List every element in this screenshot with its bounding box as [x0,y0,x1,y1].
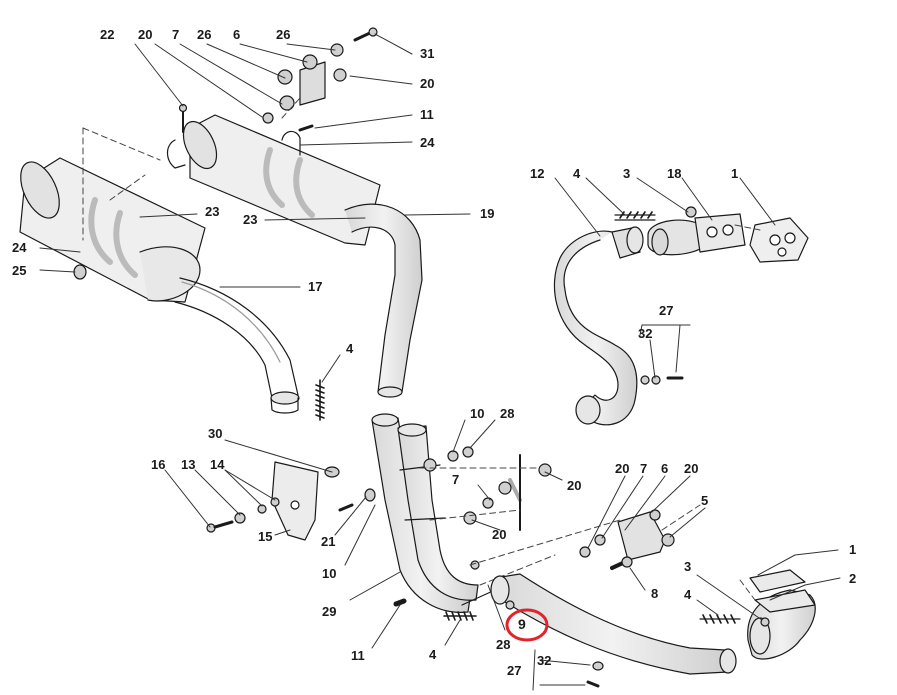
spring-left [315,379,325,421]
label-30: 30 [208,426,223,441]
label-3: 3 [623,166,631,181]
label-18: 18 [667,166,682,181]
pipe-9 [490,573,737,675]
label-9-highlighted: 9 [518,616,526,632]
label-6: 6 [233,27,241,42]
right-silencer [166,114,423,398]
label-25: 25 [12,263,27,278]
label-3: 3 [684,559,692,574]
label-26: 26 [276,27,291,42]
label-20: 20 [615,461,630,476]
label-8: 8 [651,586,659,601]
top-bracket-hardware [178,27,378,156]
label-12: 12 [530,166,545,181]
label-1: 1 [731,166,739,181]
label-7: 7 [452,472,460,487]
label-14: 14 [210,457,225,472]
label-20: 20 [492,527,507,542]
spring-bottom-center [443,611,477,621]
label-5: 5 [701,493,709,508]
label-32: 32 [638,326,653,341]
label-28: 28 [496,637,511,652]
label-10: 10 [322,566,337,581]
leader-lines [39,33,841,691]
label-16: 16 [151,457,166,472]
label-7: 7 [172,27,180,42]
label-27: 27 [659,303,674,318]
label-1: 1 [849,542,857,557]
label-23: 23 [205,204,220,219]
label-4: 4 [429,647,437,662]
label-11: 11 [420,107,434,122]
label-20: 20 [684,461,699,476]
label-27: 27 [507,663,522,678]
label-19: 19 [480,206,495,221]
label-20: 20 [567,478,582,493]
label-24: 24 [420,135,435,150]
label-32: 32 [537,653,552,668]
label-4: 4 [346,341,354,356]
highlight-circle [505,608,549,642]
label-22: 22 [100,27,115,42]
left-silencer [19,157,300,414]
washer-25 [73,264,87,280]
label-10: 10 [470,406,485,421]
center-headers [371,413,496,613]
label-4: 4 [684,587,692,602]
label-20: 20 [138,27,153,42]
label-17: 17 [308,279,323,294]
label-13: 13 [181,457,196,472]
label-11: 11 [351,648,365,663]
label-2: 2 [849,571,857,586]
upper-right-assembly [553,206,809,426]
label-4: 4 [573,166,581,181]
label-7: 7 [640,461,648,476]
label-6: 6 [661,461,669,476]
label-29: 29 [322,604,337,619]
label-31: 31 [420,46,435,61]
label-26: 26 [197,27,212,42]
label-21: 21 [321,534,336,549]
label-23: 23 [243,212,258,227]
label-28: 28 [500,406,515,421]
label-20: 20 [420,76,435,91]
label-24: 24 [12,240,27,255]
label-15: 15 [258,529,273,544]
